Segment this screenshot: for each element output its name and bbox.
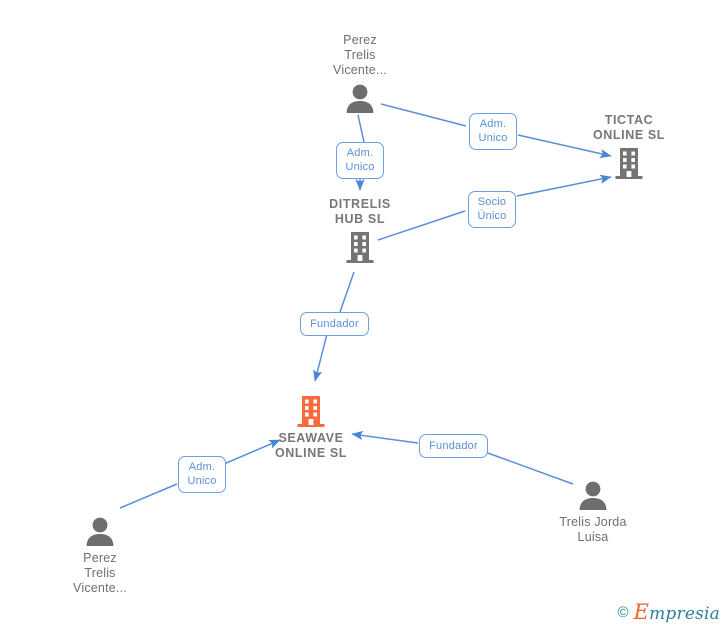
- person-icon: [575, 477, 611, 513]
- building-icon: [293, 393, 329, 429]
- edge-line-ditrelis-to-sociounico: [377, 210, 466, 241]
- empresia-watermark: © Empresia: [618, 600, 720, 624]
- edge-line-admunico-to-tictac: [517, 134, 612, 159]
- edge-label-socio-unico-ditrelis-tictac[interactable]: Socio Único: [468, 191, 516, 228]
- node-label-perez-trelis-vicente-top: Perez Trelis Vicente...: [333, 33, 387, 77]
- node-label-trelis-jorda-luisa: Trelis Jorda Luisa: [559, 515, 627, 544]
- node-tictac-online-sl[interactable]: TICTAC ONLINE SL: [569, 113, 689, 181]
- node-label-seawave-online-sl: SEAWAVE ONLINE SL: [274, 431, 348, 460]
- building-icon: [342, 229, 378, 265]
- copyright-icon: ©: [617, 603, 629, 621]
- edge-label-adm-unico-perez-top-tictac[interactable]: Adm. Unico: [469, 113, 517, 150]
- node-label-tictac-online-sl: TICTAC ONLINE SL: [592, 113, 666, 142]
- edge-label-fundador-trelisjorda-seawave[interactable]: Fundador: [419, 434, 488, 458]
- edge-label-fundador-ditrelis-seawave[interactable]: Fundador: [300, 312, 369, 336]
- node-seawave-online-sl[interactable]: SEAWAVE ONLINE SL: [251, 393, 371, 461]
- person-icon: [82, 513, 118, 549]
- edge-line-perez-top-to-admunico: [380, 103, 467, 127]
- edge-line-admunico3-to-seawave: [223, 439, 281, 465]
- node-trelis-jorda-luisa[interactable]: Trelis Jorda Luisa: [533, 477, 653, 545]
- node-label-ditrelis-hub-sl: DITRELIS HUB SL: [329, 197, 391, 226]
- edge-line-fundador-to-seawave: [313, 333, 328, 382]
- edge-line-perez-top-to-admunico2: [357, 114, 365, 143]
- edge-line-ditrelis-to-fundador: [339, 271, 355, 313]
- edge-line-sociounico-to-tictac: [516, 174, 612, 197]
- empresia-logo-initial: E: [633, 600, 650, 624]
- building-icon: [611, 145, 647, 181]
- node-label-perez-trelis-vicente-bottom: Perez Trelis Vicente...: [73, 551, 127, 595]
- edge-line-trelisjorda-to-fundador: [484, 451, 574, 485]
- empresia-logo-text: Empresia: [634, 600, 720, 624]
- person-icon: [342, 80, 378, 116]
- edge-label-adm-unico-perez-top-ditrelis[interactable]: Adm. Unico: [336, 142, 384, 179]
- node-perez-trelis-vicente-top[interactable]: Perez Trelis Vicente...: [300, 33, 420, 116]
- empresia-logo-rest: mpresia: [649, 604, 720, 624]
- node-ditrelis-hub-sl[interactable]: DITRELIS HUB SL: [300, 197, 420, 265]
- edge-line-fundador2-to-seawave: [351, 430, 419, 444]
- edge-label-adm-unico-perez-bottom-seawave[interactable]: Adm. Unico: [178, 456, 226, 493]
- edge-line-perez-bottom-to-admunico3: [119, 483, 178, 509]
- node-perez-trelis-vicente-bottom[interactable]: Perez Trelis Vicente...: [40, 513, 160, 596]
